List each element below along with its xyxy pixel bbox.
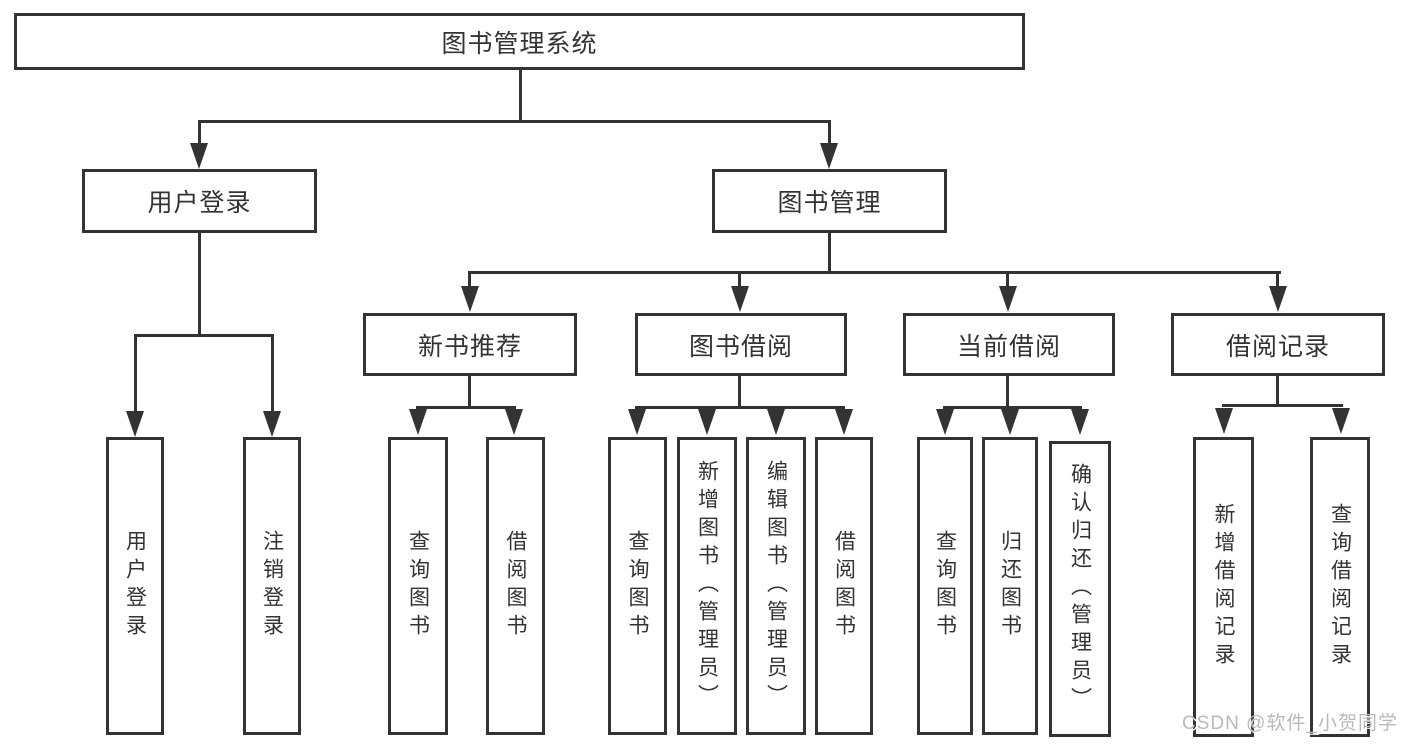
arrow-down-icon: [999, 286, 1017, 312]
arrow-down-icon: [461, 286, 479, 312]
connector: [1222, 404, 1343, 407]
leaf-current-confirm-return-admin: 确认归还（管理员）: [1049, 441, 1111, 737]
node-user-login: 用户登录: [82, 169, 317, 233]
arrow-down-icon: [731, 286, 749, 312]
csdn-watermark: CSDN @软件_小贺同学: [1182, 713, 1398, 734]
connector: [1276, 271, 1279, 290]
connector: [134, 334, 137, 414]
leaf-logout: 注销登录: [243, 437, 301, 735]
node-book-management: 图书管理: [712, 169, 947, 233]
node-current-borrow: 当前借阅: [903, 313, 1115, 376]
node-new-book-recommend: 新书推荐: [363, 313, 577, 376]
node-borrow-records: 借阅记录: [1171, 313, 1385, 376]
connector: [828, 120, 831, 146]
arrow-down-icon: [409, 409, 427, 435]
arrow-down-icon: [505, 409, 523, 435]
connector: [519, 70, 522, 122]
leaf-current-return-books: 归还图书: [982, 437, 1038, 735]
connector: [271, 334, 274, 414]
leaf-borrow-query-books: 查询图书: [608, 437, 667, 735]
arrow-down-icon: [1215, 408, 1233, 434]
connector: [198, 120, 831, 123]
connector: [1276, 376, 1279, 407]
connector: [828, 233, 831, 274]
leaf-borrow-edit-books-admin: 编辑图书（管理员）: [746, 437, 806, 735]
arrow-down-icon: [1269, 286, 1287, 312]
connector: [134, 334, 274, 337]
leaf-borrow-add-books-admin: 新增图书（管理员）: [677, 437, 737, 735]
leaf-current-query-books: 查询图书: [917, 437, 973, 735]
arrow-down-icon: [126, 411, 144, 437]
arrow-down-icon: [835, 409, 853, 435]
arrow-down-icon: [820, 143, 838, 169]
node-root: 图书管理系统: [14, 13, 1025, 70]
arrow-down-icon: [190, 143, 208, 169]
leaf-borrow-borrow-books: 借阅图书: [815, 437, 873, 735]
arrow-down-icon: [1001, 409, 1019, 435]
arrow-down-icon: [1071, 409, 1089, 435]
connector: [1006, 376, 1009, 409]
connector: [635, 406, 845, 409]
leaf-records-add-record: 新增借阅记录: [1193, 437, 1254, 737]
arrow-down-icon: [1332, 408, 1350, 434]
leaf-recommend-query-books: 查询图书: [388, 437, 448, 735]
connector: [468, 271, 1281, 274]
arrow-down-icon: [263, 411, 281, 437]
connector: [1006, 271, 1009, 290]
arrow-down-icon: [698, 409, 716, 435]
connector: [198, 233, 201, 337]
connector: [416, 406, 516, 409]
connector: [468, 376, 471, 409]
connector: [738, 271, 741, 290]
connector: [198, 120, 201, 146]
leaf-user-login: 用户登录: [106, 437, 164, 735]
arrow-down-icon: [628, 409, 646, 435]
leaf-recommend-borrow-books: 借阅图书: [486, 437, 545, 735]
connector: [738, 376, 741, 409]
connector: [943, 406, 1082, 409]
node-book-borrow: 图书借阅: [635, 313, 847, 376]
arrow-down-icon: [767, 409, 785, 435]
connector: [468, 271, 471, 290]
arrow-down-icon: [936, 409, 954, 435]
leaf-records-query-record: 查询借阅记录: [1310, 437, 1370, 737]
